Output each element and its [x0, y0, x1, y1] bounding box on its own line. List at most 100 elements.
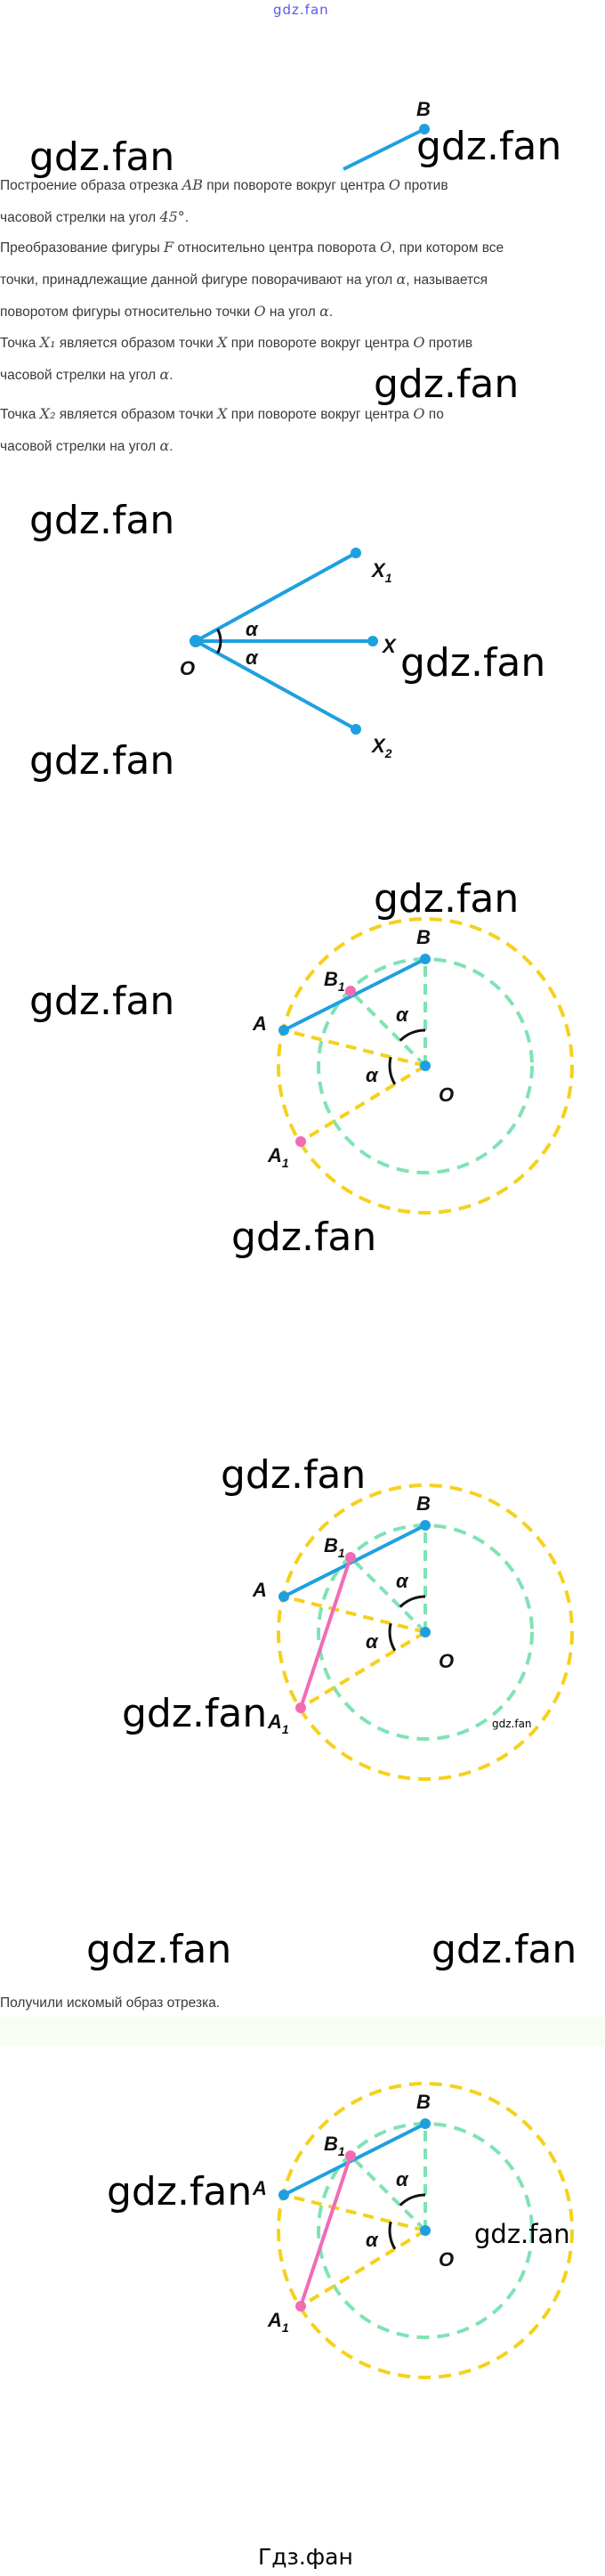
label-o: O: [439, 1650, 454, 1672]
label-b: B: [416, 926, 431, 948]
point-a: [278, 2190, 289, 2200]
segment-ab: [283, 957, 426, 1032]
watermark: gdz.fan: [29, 498, 175, 543]
point-b: [419, 124, 430, 134]
point-b: [420, 954, 431, 964]
angle-arc-bottom: [388, 2221, 397, 2250]
text-line: Точка X₂ является образом точки X при по…: [0, 398, 605, 430]
outer-circle: [277, 917, 574, 1215]
text-segment: Точка: [0, 407, 40, 422]
label-b: B: [416, 98, 431, 120]
point-b1: [345, 2150, 356, 2161]
point-a: [278, 1025, 289, 1036]
text-line: точки, принадлежащие данной фигуре повор…: [0, 264, 605, 296]
label-b1: B1: [324, 2133, 345, 2158]
watermark-small: gdz.fan: [492, 1718, 532, 1730]
point-b1: [345, 986, 356, 996]
watermark: gdz.fan: [374, 876, 520, 922]
paragraph-construction: Построение образа отрезка AB при поворот…: [0, 169, 605, 233]
label-x1: X1: [370, 559, 392, 585]
outer-circle: [277, 2082, 574, 2379]
watermark: gdz.fan: [86, 1927, 232, 1972]
text-segment: при повороте вокруг центра: [227, 336, 414, 351]
math-symbol: O: [380, 239, 392, 256]
math-symbol: α: [319, 303, 329, 320]
angle-arc-top: [399, 2193, 426, 2206]
angle-arc-top: [399, 1595, 426, 1608]
label-o: O: [180, 657, 195, 679]
text-segment: часовой стрелки на угол: [0, 439, 160, 454]
math-symbol: O: [388, 176, 400, 193]
angle-arc-top: [399, 1028, 426, 1042]
text-segment: Преобразование фигуры: [0, 240, 165, 256]
label-b: B: [416, 2091, 431, 2113]
math-symbol: 45°: [159, 208, 185, 225]
text-segment: против: [399, 178, 448, 193]
ray-oa: [283, 1028, 426, 1068]
text-segment: на угол: [265, 305, 320, 320]
text-segment: при повороте вокруг центра: [202, 178, 389, 193]
text-line: Точка X₁ является образом точки X при по…: [0, 327, 605, 359]
label-o: O: [439, 2248, 454, 2271]
label-a: A: [252, 2177, 267, 2199]
text-line: Преобразование фигуры F относительно цен…: [0, 232, 605, 264]
text-line: часовой стрелки на угол α.: [0, 430, 605, 462]
segment-a1b1: [299, 1556, 352, 1709]
math-symbol: α: [159, 366, 170, 383]
segment-ab: [283, 2122, 426, 2197]
angle-arc: [216, 628, 222, 654]
watermark: gdz.fan: [432, 1927, 577, 1972]
watermark: gdz.fan: [231, 1215, 377, 1260]
text-segment: .: [169, 368, 173, 383]
label-alpha-bottom: α: [366, 1064, 379, 1086]
point-x: [367, 636, 378, 646]
ray-oa: [283, 2193, 426, 2232]
label-alpha-bottom: α: [366, 1630, 379, 1653]
label-alpha-bottom: α: [366, 2229, 379, 2251]
label-a: A: [252, 1012, 267, 1035]
angle-arc-bottom: [388, 1056, 397, 1085]
point-b1: [345, 1552, 356, 1563]
watermark: gdz.fan: [122, 1691, 268, 1736]
text-segment: Точка: [0, 336, 40, 351]
label-b: B: [416, 1492, 431, 1515]
point-o: [420, 1627, 431, 1637]
angle-arc-bottom: [388, 1622, 397, 1652]
paragraph-definition: Преобразование фигуры F относительно цен…: [0, 232, 605, 328]
paragraph-x2: Точка X₂ является образом точки X при по…: [0, 398, 605, 462]
math-symbol: O: [413, 405, 425, 422]
text-line: поворотом фигуры относительно точки O на…: [0, 296, 605, 328]
text-segment: Получили искомый образ отрезка.: [0, 1995, 221, 2011]
math-symbol: X₂: [39, 405, 56, 422]
point-a1: [295, 2301, 306, 2312]
text-line: Получили искомый образ отрезка.: [0, 1987, 605, 2019]
text-segment: относительно центра поворота: [173, 240, 381, 256]
ray-oa1: [299, 2229, 427, 2308]
paragraph-result: Получили искомый образ отрезка.: [0, 1987, 605, 2019]
text-segment: является образом точки: [55, 336, 218, 351]
watermark: gdz.fan: [107, 2169, 253, 2214]
point-x2: [351, 724, 361, 735]
watermark: gdz.fan: [29, 134, 175, 180]
ray-oa1: [299, 1064, 427, 1143]
label-alpha-top: α: [246, 618, 259, 640]
point-b: [420, 1520, 431, 1531]
text-segment: , при котором все: [391, 240, 504, 256]
label-alpha-bottom: α: [246, 646, 259, 669]
math-symbol: AB: [182, 176, 203, 193]
site-header-logo[interactable]: gdz.fan: [273, 2, 329, 18]
outer-circle: [277, 1483, 574, 1781]
point-o: [190, 635, 202, 647]
text-segment: Построение образа отрезка: [0, 178, 182, 193]
text-segment: при повороте вокруг центра: [227, 407, 414, 422]
text-segment: часовой стрелки на угол: [0, 368, 160, 383]
label-b1: B1: [324, 968, 345, 994]
text-line: Построение образа отрезка AB при поворот…: [0, 169, 605, 201]
point-b: [420, 2118, 431, 2129]
point-a1: [295, 1136, 306, 1147]
text-segment: .: [328, 305, 334, 320]
point-a1: [295, 1702, 306, 1713]
